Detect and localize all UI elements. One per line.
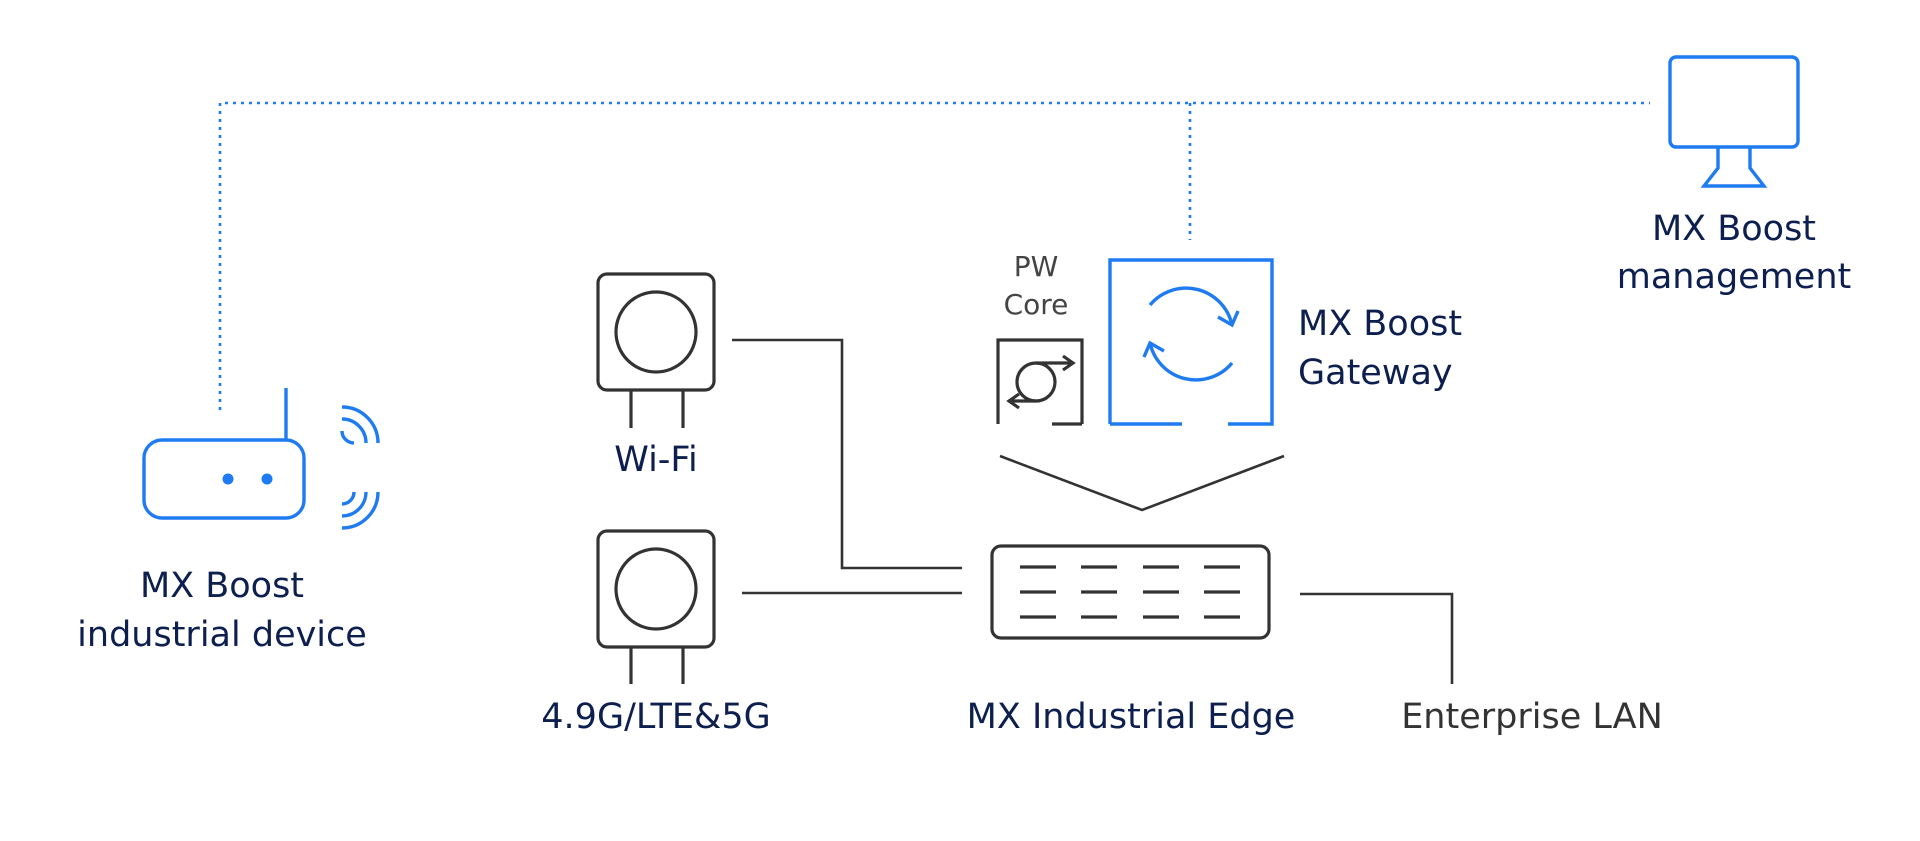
wifi-link (732, 338, 962, 570)
enterprise-lan-label: Enterprise LAN (1401, 697, 1663, 737)
wifi-label: Wi-Fi (614, 440, 698, 480)
access-point-icon (596, 272, 716, 428)
cellular-radio[interactable]: 4.9G/LTE&5G (541, 529, 771, 737)
gateway-label-line1: MX Boost (1298, 304, 1462, 344)
management-label-line1: MX Boost (1652, 209, 1816, 249)
management-label-line2: management (1617, 257, 1851, 297)
industrial-device[interactable]: MX Boost industrial device (77, 388, 380, 655)
industrial-edge-label: MX Industrial Edge (967, 697, 1296, 737)
data-links (732, 338, 1454, 684)
pw-core[interactable]: PW Core (996, 250, 1084, 426)
enterprise-lan-link (1300, 592, 1454, 684)
industrial-device-label-line2: industrial device (77, 615, 367, 655)
mx-boost-management[interactable]: MX Boost management (1617, 55, 1851, 297)
wireless-router-icon (142, 388, 380, 530)
management-link-device (218, 101, 1650, 410)
mx-boost-gateway[interactable]: MX Boost Gateway (1108, 258, 1462, 426)
monitor-icon (1668, 55, 1800, 188)
gateway-to-edge-chevron (999, 454, 1285, 512)
wifi-access-point[interactable]: Wi-Fi (596, 272, 716, 480)
sync-arrows-icon (996, 338, 1084, 426)
enterprise-lan[interactable]: Enterprise LAN (1401, 697, 1663, 737)
mx-industrial-edge[interactable]: MX Industrial Edge (967, 544, 1296, 737)
radio-unit-icon (596, 529, 716, 684)
pw-core-label-line2: Core (1004, 288, 1069, 321)
management-links (218, 101, 1650, 410)
pw-core-label-line1: PW (1014, 250, 1059, 283)
network-switch-icon (990, 544, 1271, 640)
cellular-label: 4.9G/LTE&5G (541, 697, 770, 737)
industrial-device-label-line1: MX Boost (140, 566, 304, 606)
gateway-label-line2: Gateway (1298, 353, 1453, 393)
refresh-cycle-icon (1108, 258, 1274, 426)
